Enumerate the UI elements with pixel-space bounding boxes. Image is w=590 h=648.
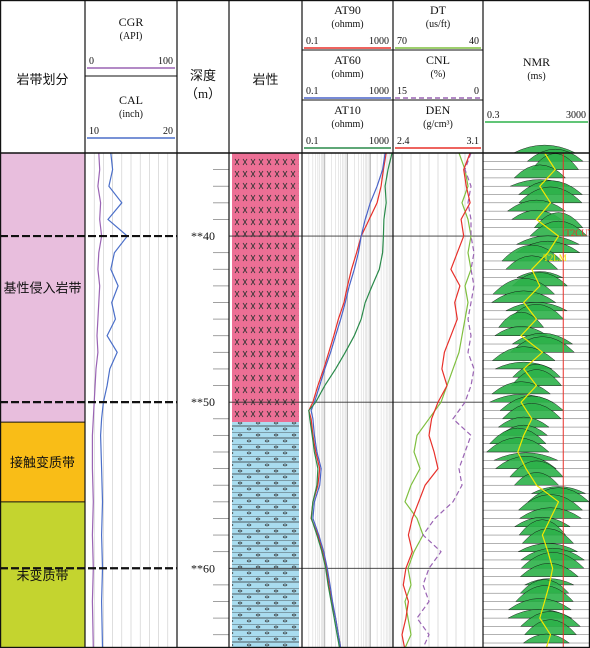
curve-header-name: CAL	[119, 93, 143, 107]
curve-header-unit: (us/ft)	[426, 19, 450, 30]
nmr-spectrum	[492, 278, 556, 295]
t2lm-label: T2LM	[543, 253, 567, 263]
nmr-spectrum	[518, 186, 583, 204]
curve-header-max: 100	[158, 56, 173, 67]
zone-label: 基性侵入岩带	[3, 281, 81, 296]
nmr-spectrum	[505, 255, 559, 270]
nmr-spectrum	[489, 428, 547, 444]
curve-header-max: 3000	[566, 110, 586, 121]
nmr-spectrum	[501, 245, 563, 262]
curve-header-max: 1000	[369, 36, 389, 47]
lithology-intrusive	[232, 153, 299, 423]
curve-header-min: 0.1	[306, 36, 319, 47]
curve-header-name: AT10	[334, 103, 361, 117]
curve-at10	[308, 152, 393, 648]
nmr-spectrum	[501, 403, 562, 420]
nmr-spectrum	[497, 416, 550, 428]
depth-header-unit: （m）	[185, 86, 221, 101]
curve-header-min: 2.4	[397, 136, 410, 147]
zone-label: 接触变质带	[10, 455, 75, 470]
nmr-spectrum	[507, 598, 573, 611]
curve-header-max: 1000	[369, 136, 389, 147]
curve-header-min: 10	[89, 126, 99, 137]
depth-header: 深度	[190, 68, 216, 83]
lithology-metamorphic	[232, 422, 299, 648]
curve-header-max: 1000	[369, 86, 389, 97]
nmr-spectrum	[517, 494, 584, 511]
curve-header-unit: (API)	[120, 31, 143, 42]
curve-header-name: DEN	[426, 103, 451, 117]
nmr-spectrum	[520, 552, 585, 569]
curve-header-name: NMR	[523, 55, 550, 69]
curve-cnl	[416, 152, 475, 648]
curve-header-min: 70	[397, 36, 407, 47]
nmr-spectrum	[513, 472, 560, 486]
curve-header-name: AT60	[334, 53, 361, 67]
curve-header-unit: (ohmm)	[331, 119, 363, 130]
zone-band	[0, 153, 85, 423]
curve-header-name: DT	[430, 3, 447, 17]
curve-header-unit: (ohmm)	[331, 19, 363, 30]
depth-tick-label: **60	[191, 561, 215, 575]
curve-header-max: 0	[474, 86, 479, 97]
nmr-spectrum	[485, 437, 550, 453]
curve-header-min: 15	[397, 86, 407, 97]
curve-header-max: 20	[163, 126, 173, 137]
nmr-spectrum	[518, 507, 583, 519]
curve-header-min: 0	[89, 56, 94, 67]
curve-dt	[404, 152, 472, 648]
curve-header-name: CNL	[426, 53, 450, 67]
curve-t2lm	[517, 152, 560, 648]
nmr-spectrum	[521, 528, 575, 544]
curve-den	[401, 152, 471, 648]
curve-header-min: 0.1	[306, 86, 319, 97]
nmr-spectrum	[519, 611, 581, 627]
curve-header-max: 40	[469, 36, 479, 47]
curve-header-unit: (g/cm³)	[423, 119, 453, 130]
curve-header-min: 0.3	[487, 110, 500, 121]
zones-header: 岩带划分	[16, 72, 68, 87]
zone-label: 未变质带	[16, 568, 68, 583]
depth-tick-label: **40	[191, 229, 215, 243]
nmr-spectrum	[513, 164, 567, 179]
curve-header-max: 3.1	[467, 136, 480, 147]
curve-header-unit: (ms)	[527, 71, 545, 82]
curve-cal	[99, 152, 129, 648]
nmr-spectrum	[515, 585, 574, 602]
curve-header-min: 0.1	[306, 136, 319, 147]
depth-tick-label: **50	[191, 395, 215, 409]
zone-band	[0, 501, 85, 648]
zone-band	[0, 422, 85, 502]
t2cutoff-label: T2CUTOFF	[565, 228, 590, 238]
curve-header-unit: (inch)	[119, 109, 143, 120]
nmr-spectrum	[490, 290, 557, 303]
curve-header-unit: (ohmm)	[331, 69, 363, 80]
curve-header-name: CGR	[119, 15, 144, 29]
lithology-header: 岩性	[252, 72, 278, 87]
curve-header-unit: (%)	[431, 69, 446, 80]
curve-header-name: AT90	[334, 3, 361, 17]
curve-cgr	[91, 152, 103, 648]
nmr-spectrum	[522, 633, 571, 644]
